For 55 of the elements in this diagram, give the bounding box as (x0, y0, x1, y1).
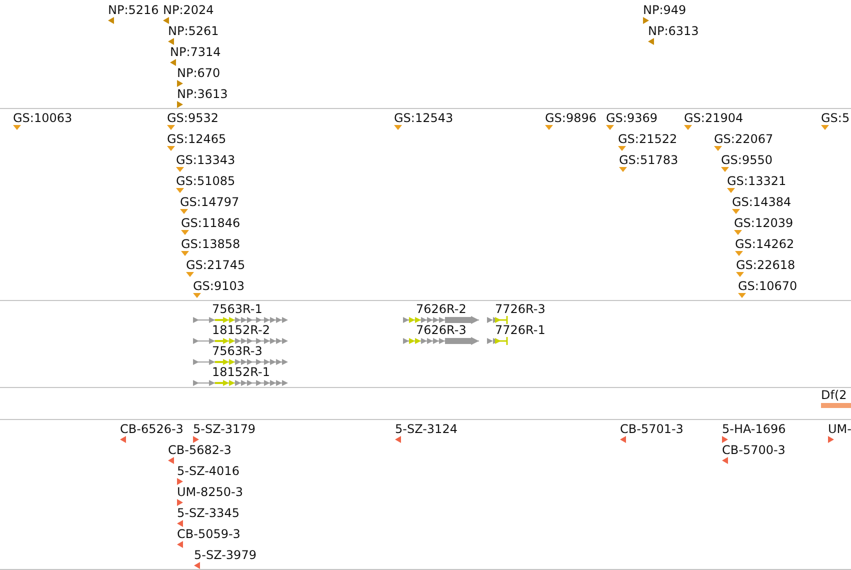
feature-label: GS:9550 (721, 153, 772, 167)
feature-label: Df(2 (821, 388, 847, 402)
feature-label: GS:21904 (684, 111, 744, 125)
feature-label: GS:5 (821, 111, 850, 125)
feature-label: NP:5261 (168, 24, 219, 38)
feature-label: GS:12039 (734, 216, 794, 230)
feature-label: GS:22067 (714, 132, 774, 146)
feature-label: GS:12543 (394, 111, 454, 125)
feature-label: GS:51085 (176, 174, 236, 188)
feature-label: NP:2024 (163, 3, 214, 17)
feature-label: GS:22618 (736, 258, 796, 272)
feature-label: CB-5701-3 (620, 422, 684, 436)
feature-label: NP:670 (177, 66, 220, 80)
feature-label: 18152R-2 (212, 323, 270, 337)
feature-label: GS:10063 (13, 111, 72, 125)
feature-label: 5-SZ-3345 (177, 506, 240, 520)
feature-label: CB-5682-3 (168, 443, 232, 457)
feature-label: UM- (828, 422, 851, 436)
feature-label: 5-SZ-3179 (193, 422, 256, 436)
feature-label: GS:9369 (606, 111, 658, 125)
feature-label: 5-SZ-4016 (177, 464, 240, 478)
feature-label: NP:7314 (170, 45, 221, 59)
feature-label: 7563R-1 (212, 302, 262, 316)
feature-label: 7626R-2 (416, 302, 466, 316)
feature-label: GS:13343 (176, 153, 236, 167)
feature-label: 7563R-3 (212, 344, 262, 358)
feature-label: GS:10670 (738, 279, 798, 293)
feature-label: GS:9103 (193, 279, 244, 293)
feature-label: 5-HA-1696 (722, 422, 786, 436)
feature-label: NP:949 (643, 3, 686, 17)
feature-label: NP:3613 (177, 87, 228, 101)
feature-label: GS:14384 (732, 195, 792, 209)
feature-label: NP:5216 (108, 3, 159, 17)
feature-label: NP:6313 (648, 24, 699, 38)
feature-label: 7726R-1 (495, 323, 546, 337)
feature-label: 5-SZ-3979 (194, 548, 256, 562)
feature-label: CB-5059-3 (177, 527, 240, 541)
feature-label: UM-8250-3 (177, 485, 243, 499)
feature-label: 7726R-3 (495, 302, 546, 316)
feature-label: GS:13321 (727, 174, 786, 188)
feature-label: 5-SZ-3124 (395, 422, 458, 436)
feature-label: 7626R-3 (416, 323, 466, 337)
feature-label: GS:9896 (545, 111, 596, 125)
feature-label: CB-6526-3 (120, 422, 184, 436)
feature-label: GS:51783 (619, 153, 678, 167)
feature-label: GS:11846 (181, 216, 240, 230)
feature-label: GS:14262 (735, 237, 794, 251)
feature-label: GS:14797 (180, 195, 240, 209)
feature-label: 18152R-1 (212, 365, 270, 379)
feature-label: GS:21522 (618, 132, 678, 146)
feature-label: CB-5700-3 (722, 443, 786, 457)
feature-label: GS:13858 (181, 237, 240, 251)
feature-label: GS:21745 (186, 258, 246, 272)
feature-label: GS:9532 (167, 111, 218, 125)
feature-label: GS:12465 (167, 132, 226, 146)
